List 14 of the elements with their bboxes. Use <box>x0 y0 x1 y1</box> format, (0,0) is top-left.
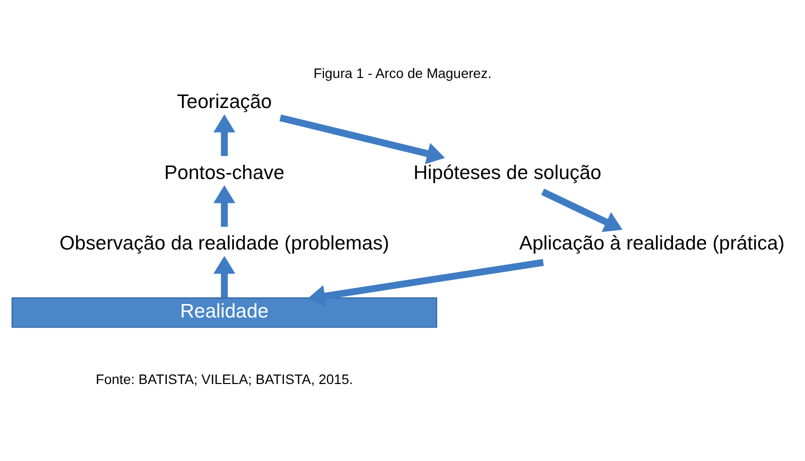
arrow <box>279 114 445 164</box>
node-text: Hipóteses de solução <box>414 162 602 184</box>
diagram-title: Figura 1 - Arco de Maguerez. <box>313 66 492 81</box>
node-text: Aplicação à realidade (prática) <box>519 232 785 255</box>
arrow <box>213 256 236 298</box>
node-text: Teorização <box>176 91 272 114</box>
arrow <box>307 259 544 307</box>
caption: Fonte: BATISTA; VILELA; BATISTA, 2015. <box>96 372 354 388</box>
arrow <box>213 114 236 156</box>
node-text: Pontos-chave <box>164 162 284 184</box>
node-box: Realidade <box>12 297 438 328</box>
node-text: Observação da realidade (problemas) <box>60 232 390 255</box>
arrow <box>541 188 622 232</box>
arrow <box>213 185 236 227</box>
